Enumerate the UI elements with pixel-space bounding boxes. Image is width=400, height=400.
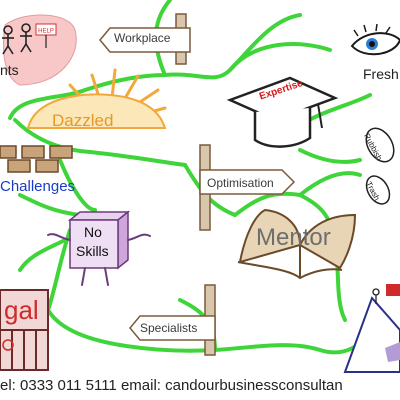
- footer-contact: el: 0333 011 5111 email: candourbusiness…: [0, 377, 343, 394]
- no-skills-box: [47, 210, 151, 286]
- rubbish-trash-discs: [365, 127, 395, 205]
- legal-label: gal: [4, 295, 39, 325]
- challenges-label: Challenges: [0, 178, 76, 195]
- specialists-label: Specialists: [140, 321, 198, 335]
- clients-figures: HELP: [2, 14, 77, 86]
- help-sign-text: HELP: [38, 29, 54, 35]
- no-skills-line1: No: [84, 224, 102, 240]
- fresh-eye-icon: [350, 23, 400, 56]
- expertise-mortarboard: [226, 76, 339, 148]
- clients-label: nts: [0, 62, 19, 78]
- no-skills-line2: Skills: [76, 243, 109, 259]
- legal-jail: [0, 289, 49, 371]
- optimisation-signpost: [199, 144, 296, 231]
- challenges-brick-wall: [0, 145, 73, 173]
- fresh-label: Fresh: [363, 66, 399, 82]
- dazzled-sun: [26, 68, 167, 129]
- specialists-signpost: [129, 284, 216, 356]
- workplace-label: Workplace: [114, 31, 171, 45]
- mentor-label: Mentor: [256, 224, 331, 251]
- footer-bar: [0, 374, 400, 400]
- optimisation-label: Optimisation: [207, 176, 274, 190]
- bottom-right-figure: [343, 284, 400, 373]
- workplace-signpost: [99, 13, 191, 65]
- dazzled-label: Dazzled: [52, 111, 114, 130]
- mentor-book: [237, 208, 357, 280]
